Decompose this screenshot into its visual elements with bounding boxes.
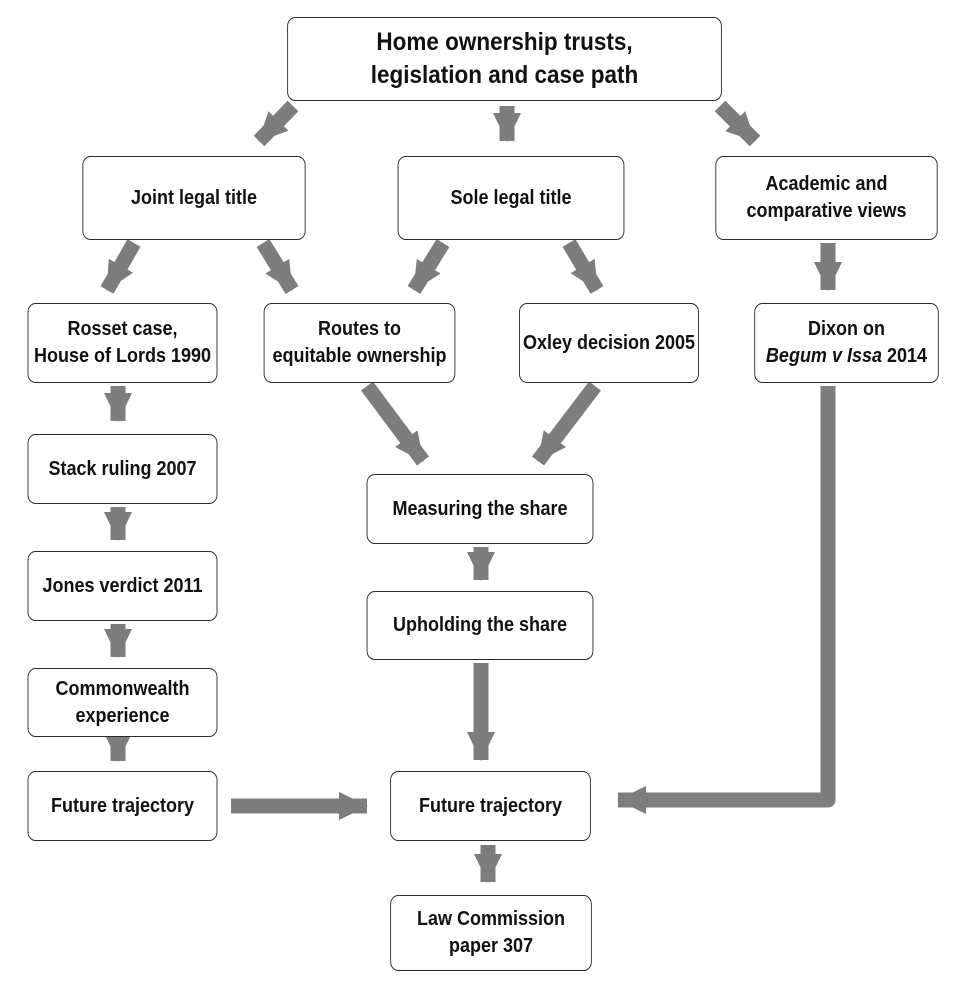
arrow-root-to-academic (714, 100, 761, 147)
sole-legal-title-node: Sole legal title (397, 156, 625, 240)
arrow-joint-title-to-routes (256, 239, 299, 294)
rosset-case-line2: House of Lords 1990 (33, 345, 212, 367)
law-commission-node: Law Commission paper 307 (390, 895, 592, 971)
arrow-sole-title-to-oxley (562, 239, 604, 294)
future-trajectory-left-node: Future trajectory (27, 771, 218, 841)
arrow-routes-to-measuring (360, 381, 430, 466)
routes-line2: equitable ownership (272, 345, 447, 367)
academic-views-node: Academic and comparative views (715, 156, 938, 240)
joint-legal-title-node: Joint legal title (82, 156, 306, 240)
upholding-share-node: Upholding the share (366, 591, 594, 660)
law-commission-line2: paper 307 (448, 935, 534, 957)
commonwealth-node: Commonwealth experience (27, 668, 218, 737)
rosset-case-node: Rosset case, House of Lords 1990 (27, 303, 218, 383)
measuring-share-node: Measuring the share (366, 474, 594, 544)
academic-views-line1: Academic and (765, 173, 888, 195)
future-trajectory-center-node: Future trajectory (390, 771, 591, 841)
arrow-root-to-joint-title (253, 100, 299, 147)
future-trajectory-left-label: Future trajectory (50, 794, 195, 817)
dixon-line1: Dixon on (807, 318, 885, 340)
stack-ruling-label: Stack ruling 2007 (48, 457, 197, 480)
routes-node: Routes to equitable ownership (263, 303, 456, 383)
arrow-sole-title-to-routes (407, 239, 450, 294)
oxley-decision-node: Oxley decision 2005 (519, 303, 699, 383)
sole-legal-title-label: Sole legal title (450, 186, 572, 209)
commonwealth-line1: Commonwealth (55, 677, 190, 700)
academic-views-line2: comparative views (746, 200, 907, 222)
root-title-line1: Home ownership trusts, (376, 28, 633, 56)
jones-verdict-label: Jones verdict 2011 (42, 574, 203, 597)
future-trajectory-center-label: Future trajectory (418, 794, 563, 817)
root-title-line2: legislation and case path (370, 61, 639, 89)
arrow-oxley-to-measuring (532, 381, 601, 466)
arrow-dixon-to-future-center (617, 386, 836, 814)
root-node: Home ownership trusts, legislation and c… (287, 17, 722, 101)
measuring-share-label: Measuring the share (392, 497, 568, 520)
oxley-decision-label: Oxley decision 2005 (522, 331, 696, 354)
stack-ruling-node: Stack ruling 2007 (27, 434, 218, 504)
dixon-case-name: Begum v Issa (765, 345, 882, 367)
dixon-year: 2014 (881, 345, 928, 367)
commonwealth-line2: experience (75, 704, 170, 727)
jones-verdict-node: Jones verdict 2011 (27, 551, 218, 621)
upholding-share-label: Upholding the share (392, 614, 568, 636)
rosset-case-line1: Rosset case, (67, 318, 178, 340)
law-commission-line1: Law Commission (416, 908, 566, 930)
routes-line1: Routes to (318, 318, 401, 340)
arrow-joint-title-to-rosset (100, 239, 141, 294)
joint-legal-title-label: Joint legal title (130, 186, 258, 209)
dixon-node: Dixon on Begum v Issa 2014 (754, 303, 939, 383)
dixon-line2: Begum v Issa 2014 (766, 343, 927, 370)
